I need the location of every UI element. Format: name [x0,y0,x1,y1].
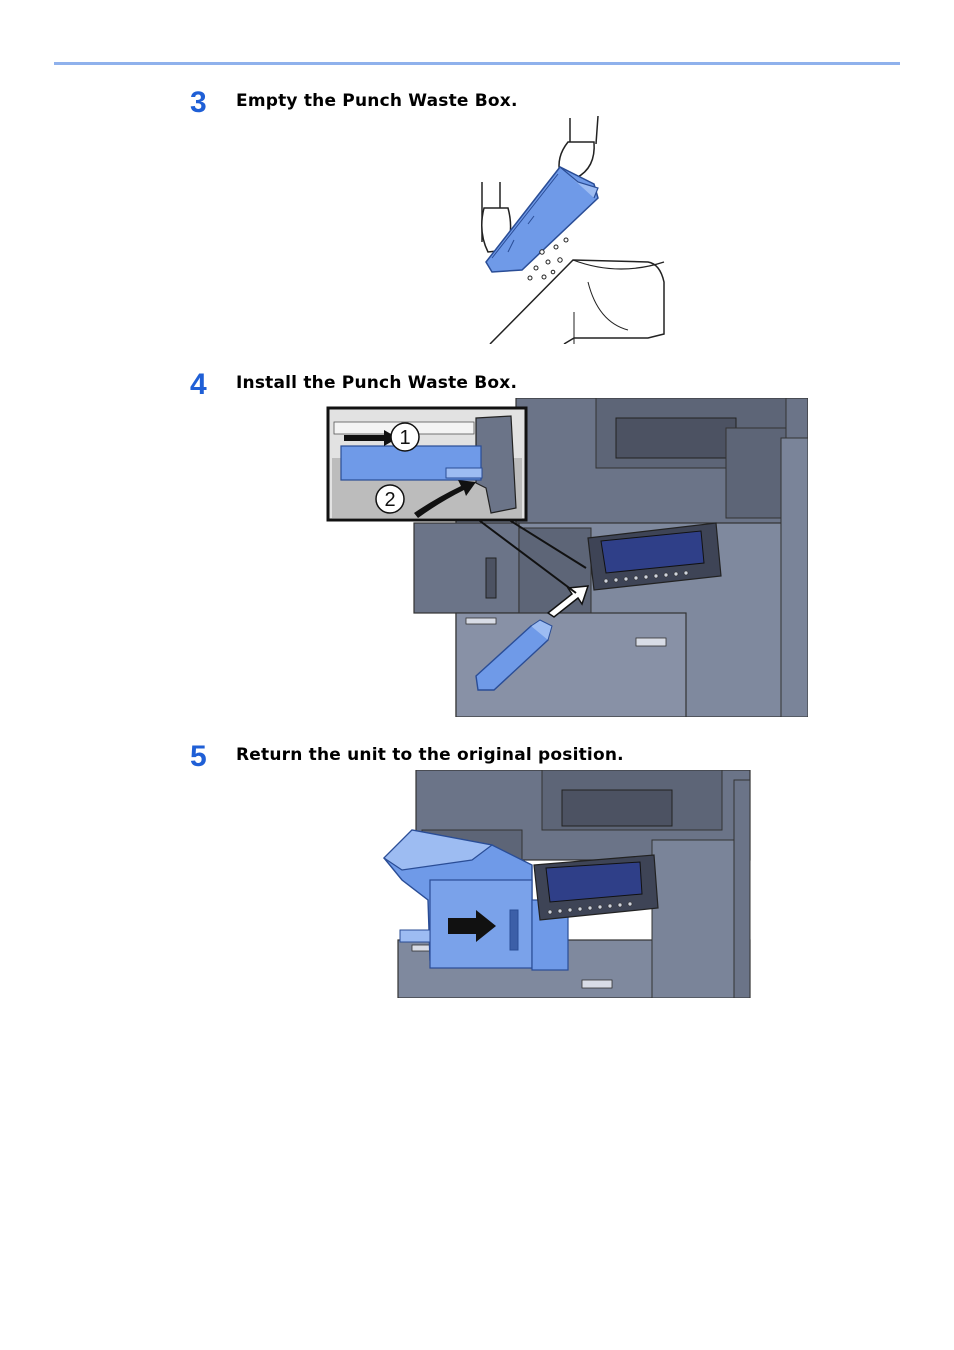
step-3: 3 Empty the Punch Waste Box. [0,88,954,118]
illustration-install-waste-box: 1 2 [326,398,808,717]
step-instruction: Empty the Punch Waste Box. [236,91,518,111]
svg-text:2: 2 [384,489,395,511]
step-instruction: Return the unit to the original position… [236,745,624,765]
step-4: 4 Install the Punch Waste Box. [0,370,954,400]
callout-1: 1 [390,422,420,452]
illustration-return-unit [382,770,751,998]
step-5: 5 Return the unit to the original positi… [0,742,954,772]
step-instruction: Install the Punch Waste Box. [236,373,518,393]
callout-2: 2 [375,484,405,514]
illustration-empty-waste-box [478,112,678,344]
svg-text:1: 1 [399,427,410,449]
top-rule [54,62,900,65]
step-number: 5 [190,740,207,773]
step-number: 4 [190,368,207,401]
step-number: 3 [190,86,207,119]
